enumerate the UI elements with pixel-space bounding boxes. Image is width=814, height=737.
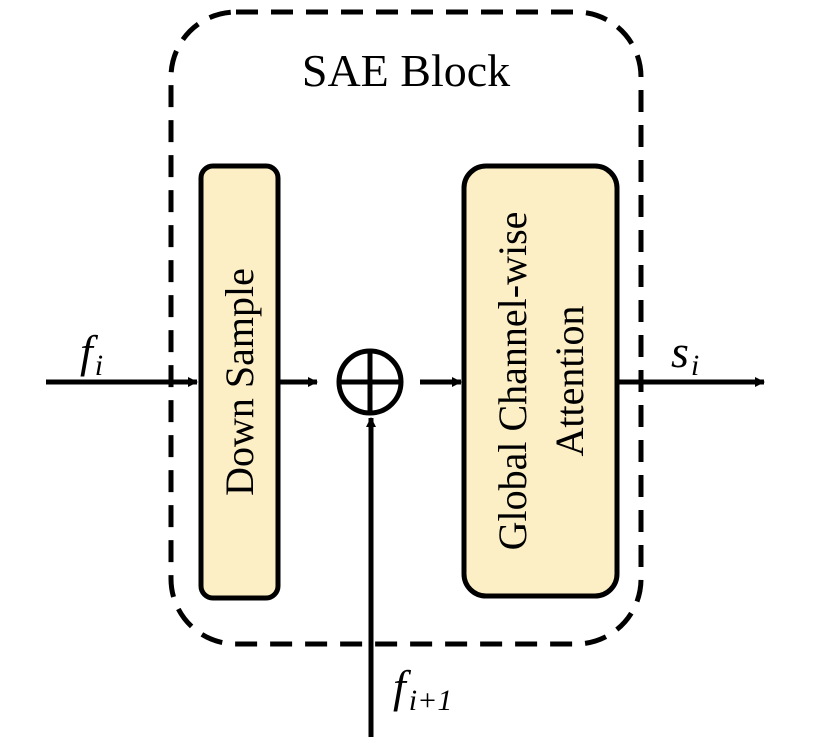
next-input-label-sub: i+1 xyxy=(409,684,453,717)
attention-label-line1: Global Channel-wise xyxy=(490,212,535,551)
attention-box xyxy=(461,163,620,599)
input-label-sub: i xyxy=(95,349,103,382)
sum-operator-icon xyxy=(336,348,404,416)
output-label-si: si xyxy=(671,326,699,382)
block-title: SAE Block xyxy=(302,45,510,96)
down-sample-module: Down Sample xyxy=(198,163,281,601)
down-sample-box xyxy=(198,163,281,601)
attention-module: Global Channel-wise Attention xyxy=(461,163,620,599)
attention-label-line2: Attention xyxy=(547,305,592,456)
input-label-fi: fi xyxy=(80,326,103,382)
down-sample-label: Down Sample xyxy=(217,268,262,496)
output-label-s: s xyxy=(671,326,689,377)
output-label-sub: i xyxy=(691,349,699,382)
